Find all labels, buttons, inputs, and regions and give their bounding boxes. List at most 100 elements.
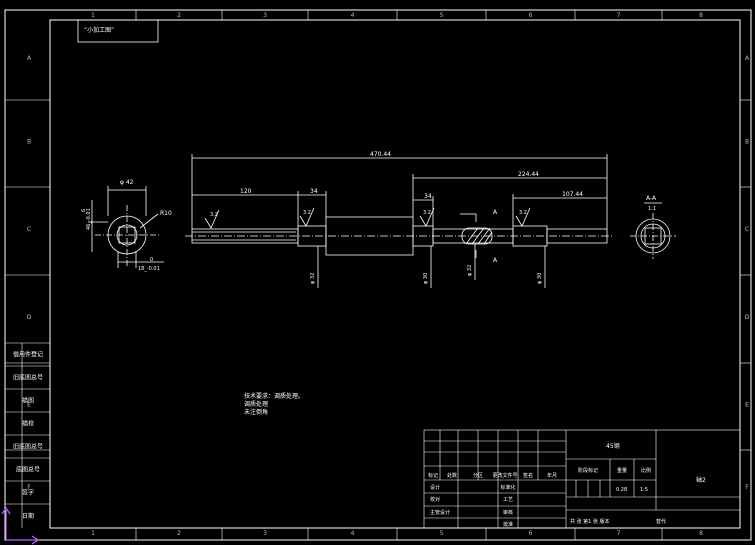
zone-number-bottom: 3	[263, 530, 267, 537]
tb-left-label: 设计	[430, 484, 440, 491]
zone-number-top: 3	[263, 12, 267, 19]
tb-weight: 0.28	[616, 487, 627, 493]
zone-letter-left: A	[27, 55, 32, 62]
side-key-tol-label: 18_-0.01	[138, 266, 160, 272]
tech-note-line: 技术要求：调质处理。	[244, 392, 304, 400]
section-mark-bottom: A	[493, 257, 498, 264]
tb-replace: 替代	[656, 518, 666, 525]
tb-mid-label: 批准	[503, 521, 513, 528]
tb-stage-header: 阶段标记	[578, 467, 598, 474]
zone-number-bottom: 2	[177, 530, 181, 537]
zone-number-bottom: 1	[91, 530, 95, 537]
dim-step2: 34	[424, 193, 432, 200]
side-diam-label: φ 42	[120, 179, 134, 186]
zone-letter-right: C	[745, 226, 749, 233]
dim-d1: φ 32	[310, 273, 316, 284]
tb-part-name: 轴2	[696, 476, 706, 484]
tb-stage-header: 重量	[617, 467, 627, 474]
left-strip-label: 签字	[22, 489, 34, 497]
zone-letter-left: C	[27, 226, 31, 233]
roughness-1: 3.2	[210, 212, 218, 218]
left-strip-label: 描校	[22, 420, 34, 428]
section-mark-top: A	[493, 209, 498, 216]
dim-d2: φ 30	[423, 273, 429, 284]
zone-letter-left: B	[27, 139, 31, 146]
left-strip-label: 日期	[22, 512, 34, 520]
tb-left-label: 主管设计	[430, 509, 450, 516]
zone-letter-right: E	[745, 402, 749, 409]
zone-number-bottom: 7	[617, 530, 621, 537]
ucs-icon	[1, 506, 40, 545]
tech-note-line: 调质处理	[244, 400, 268, 408]
zone-number-bottom: 8	[699, 530, 703, 537]
zone-number-top: 8	[699, 12, 703, 19]
dim-left-step: 120	[240, 188, 252, 195]
left-strip-label: 描图	[22, 397, 34, 405]
zone-number-top: 4	[351, 12, 355, 19]
zone-number-bottom: 5	[440, 530, 444, 537]
side-keyway-label: 0	[150, 257, 153, 263]
roughness-3: 3.2	[423, 210, 431, 216]
tb-stage-headers: 阶段标记 重量 比例	[578, 467, 651, 474]
zone-letter-left: F	[27, 484, 31, 491]
zone-number-bottom: 6	[529, 530, 533, 537]
side-view-left	[88, 186, 164, 268]
zone-number-bottom: 4	[351, 530, 355, 537]
zone-ticks	[5, 10, 751, 540]
tb-row-headers: 标记 处数 分区 更改文件号签名 年月	[428, 472, 557, 479]
tb-material: 45钢	[606, 442, 620, 450]
shaft-front-view	[185, 154, 612, 288]
tb-left-label: 校对	[430, 496, 440, 503]
left-strip-label: 借用件登记	[13, 351, 43, 359]
dim-step1: 34	[310, 188, 318, 195]
tb-scale: 1:5	[640, 487, 648, 493]
stamp-box	[77, 19, 159, 43]
dim-right-span: 224.44	[518, 171, 539, 178]
zone-number-top: 7	[617, 12, 621, 19]
tb-row-header: 更改文件号	[492, 472, 517, 479]
zone-letter-left: D	[27, 314, 32, 321]
zone-letter-left: E	[27, 402, 31, 409]
tb-row-header: 处数	[447, 472, 457, 479]
tb-mid-label: 标准化	[500, 484, 515, 491]
side-vert2-label: 46_-0.01	[86, 208, 92, 230]
tb-sheet-info: 共 张 第1 张 版本	[570, 518, 610, 525]
roughness-4: 3.2	[519, 210, 527, 216]
left-strip-label: 旧底图总号	[13, 374, 43, 382]
tb-mid-label: 审核	[503, 509, 513, 516]
left-strip-label: 旧底图总号	[13, 443, 43, 451]
section-label: A-A	[646, 195, 657, 202]
left-strip-label: 底图总号	[16, 466, 40, 474]
zone-letter-right: F	[745, 484, 749, 491]
tb-mid-label: 工艺	[503, 497, 513, 503]
tb-stage-header: 比例	[641, 467, 651, 474]
tech-note-line: 未注倒角	[244, 408, 268, 416]
dim-overall: 470.44	[370, 151, 391, 158]
side-vert-label: 6	[81, 209, 87, 212]
stamp-text: “小加工图”	[84, 26, 114, 34]
zone-number-top: 6	[529, 12, 533, 19]
zone-number-top: 1	[91, 12, 95, 19]
zone-letter-right: D	[745, 314, 750, 321]
side-radius-label: R10	[160, 210, 172, 217]
zone-letter-right: B	[745, 139, 749, 146]
dim-right-end: 107.44	[562, 191, 583, 198]
roughness-2: 3.2	[303, 210, 311, 216]
tb-row-header: 签名	[523, 472, 533, 479]
tb-row-header: 分区	[473, 472, 483, 479]
zone-number-top: 5	[440, 12, 444, 19]
title-block	[423, 429, 741, 529]
tb-row-header: 标记	[428, 472, 438, 479]
zone-number-top: 2	[177, 12, 181, 19]
tb-row-header: 年月	[547, 472, 557, 479]
dim-d3: φ 32	[467, 265, 473, 276]
dim-d4: φ 30	[537, 273, 543, 284]
section-view-aa	[630, 202, 676, 259]
section-scale: 1:1	[648, 206, 656, 212]
